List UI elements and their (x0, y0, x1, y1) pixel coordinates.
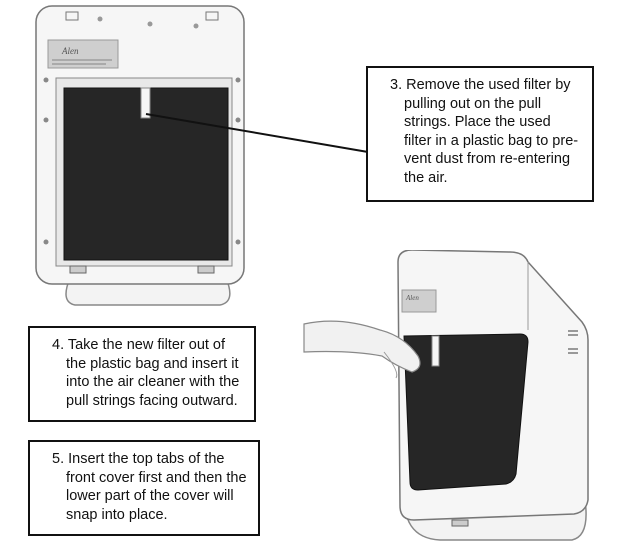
step-3-text: 3. Remove the used filter by pulling out… (390, 77, 579, 186)
step-4-callout: 4. Take the new filter out of the plasti… (28, 326, 256, 422)
step-5-callout: 5. Insert the top tabs of the front cove… (28, 440, 260, 536)
air-cleaner-front-illustration: Alen (35, 5, 369, 306)
brand-logo-bottom: Alen (405, 294, 419, 302)
step-4-text: 4. Take the new filter out of the plasti… (52, 337, 240, 409)
step-5-text: 5. Insert the top tabs of the front cove… (52, 451, 247, 523)
step-3-callout: 3. Remove the used filter by pulling out… (366, 66, 594, 202)
air-cleaner-filter-insert-illustration: Alen (303, 250, 589, 541)
brand-logo: Alen (61, 46, 79, 56)
